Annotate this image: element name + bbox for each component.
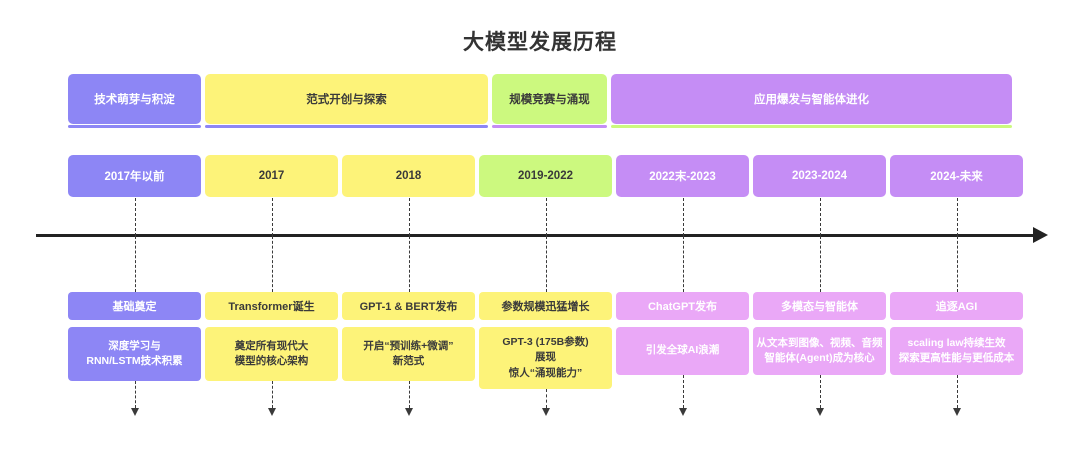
connector-arrow-icon-6 [815,408,824,416]
year-box-4: 2019-2022 [479,155,612,197]
connector-above-axis-3 [408,198,410,236]
connector-above-axis-2 [271,198,273,236]
connector-above-axis-6 [819,198,821,236]
year-label: 2018 [395,170,422,182]
milestone-description-text: 从文本到图像、视频、音频 智能体(Agent)成为核心 [756,336,883,364]
milestone-title-label: 基础奠定 [112,301,157,313]
milestone-title-label: 多模态与智能体 [781,301,858,313]
phase-header-label: 规模竞赛与涌现 [509,94,590,106]
milestone-description-6: 从文本到图像、视频、音频 智能体(Agent)成为核心 [753,327,886,375]
year-box-5: 2022末-2023 [616,155,749,197]
connector-tail-3 [408,381,410,408]
phase-header-4: 应用爆发与智能体进化 [611,74,1012,128]
milestone-description-text: GPT-3 (175B参数) 展现 惊人“涌现能力” [502,336,589,379]
milestone-title-label: 追逐AGI [935,301,978,313]
milestone-title-2: Transformer诞生 [205,292,338,320]
milestone-title-3: GPT-1 & BERT发布 [342,292,475,320]
timeline-axis-line [36,234,1036,237]
connector-below-axis-1 [134,236,136,292]
phase-underline [68,125,201,128]
phase-underline [611,125,1012,128]
connector-arrow-icon-2 [267,408,276,416]
year-label: 2017年以前 [104,171,165,183]
connector-below-axis-3 [408,236,410,292]
connector-above-axis-5 [682,198,684,236]
connector-tail-7 [956,375,958,408]
connector-above-axis-1 [134,198,136,236]
phase-header-3: 规模竞赛与涌现 [492,74,607,128]
milestone-description-3: 开启“预训练+微调” 新范式 [342,327,475,381]
year-box-1: 2017年以前 [68,155,201,197]
connector-tail-6 [819,375,821,408]
connector-arrow-icon-4 [541,408,550,416]
year-label: 2024-未来 [930,171,983,183]
milestone-description-2: 奠定所有现代大 模型的核心架构 [205,327,338,381]
milestone-title-7: 追逐AGI [890,292,1023,320]
connector-above-axis-4 [545,198,547,236]
connector-below-axis-2 [271,236,273,292]
connector-below-axis-7 [956,236,958,292]
connector-tail-5 [682,375,684,408]
connector-below-axis-4 [545,236,547,292]
year-box-3: 2018 [342,155,475,197]
connector-arrow-icon-1 [130,408,139,416]
phase-underline [492,125,607,128]
phase-header-label: 应用爆发与智能体进化 [754,94,869,106]
milestone-title-label: GPT-1 & BERT发布 [359,301,458,313]
milestone-title-6: 多模态与智能体 [753,292,886,320]
connector-tail-1 [134,381,136,408]
milestone-title-label: Transformer诞生 [228,301,315,313]
milestone-title-5: ChatGPT发布 [616,292,749,320]
connector-tail-4 [545,389,547,408]
year-box-6: 2023-2024 [753,155,886,197]
milestone-description-text: 奠定所有现代大 模型的核心架构 [234,339,309,367]
phase-underline [205,125,488,128]
milestone-description-1: 深度学习与 RNN/LSTM技术积累 [68,327,201,381]
year-box-2: 2017 [205,155,338,197]
phase-header-label: 技术萌芽与积淀 [94,94,175,106]
milestone-title-label: 参数规模迅猛增长 [501,301,590,313]
year-label: 2023-2024 [792,170,847,182]
milestone-title-4: 参数规模迅猛增长 [479,292,612,320]
milestone-description-text: 开启“预训练+微调” 新范式 [363,339,454,367]
connector-above-axis-7 [956,198,958,236]
milestone-description-text: scaling law持续生效 探索更高性能与更低成本 [898,336,1015,364]
phase-header-1: 技术萌芽与积淀 [68,74,201,128]
phase-header-label: 范式开创与探索 [306,94,387,106]
connector-tail-2 [271,381,273,408]
milestone-description-5: 引发全球AI浪潮 [616,327,749,375]
milestone-title-1: 基础奠定 [68,292,201,320]
phase-header-2: 范式开创与探索 [205,74,488,128]
year-label: 2022末-2023 [649,171,716,183]
milestone-description-text: 引发全球AI浪潮 [645,344,720,357]
milestone-description-4: GPT-3 (175B参数) 展现 惊人“涌现能力” [479,327,612,389]
connector-below-axis-5 [682,236,684,292]
milestone-description-text: 深度学习与 RNN/LSTM技术积累 [86,339,183,367]
connector-arrow-icon-7 [952,408,961,416]
page-title: 大模型发展历程 [463,31,617,54]
year-box-7: 2024-未来 [890,155,1023,197]
connector-below-axis-6 [819,236,821,292]
year-label: 2019-2022 [518,170,573,182]
timeline-arrow-icon [1033,227,1048,243]
connector-arrow-icon-3 [404,408,413,416]
milestone-description-7: scaling law持续生效 探索更高性能与更低成本 [890,327,1023,375]
year-label: 2017 [258,170,285,182]
milestone-title-label: ChatGPT发布 [647,301,718,313]
connector-arrow-icon-5 [678,408,687,416]
